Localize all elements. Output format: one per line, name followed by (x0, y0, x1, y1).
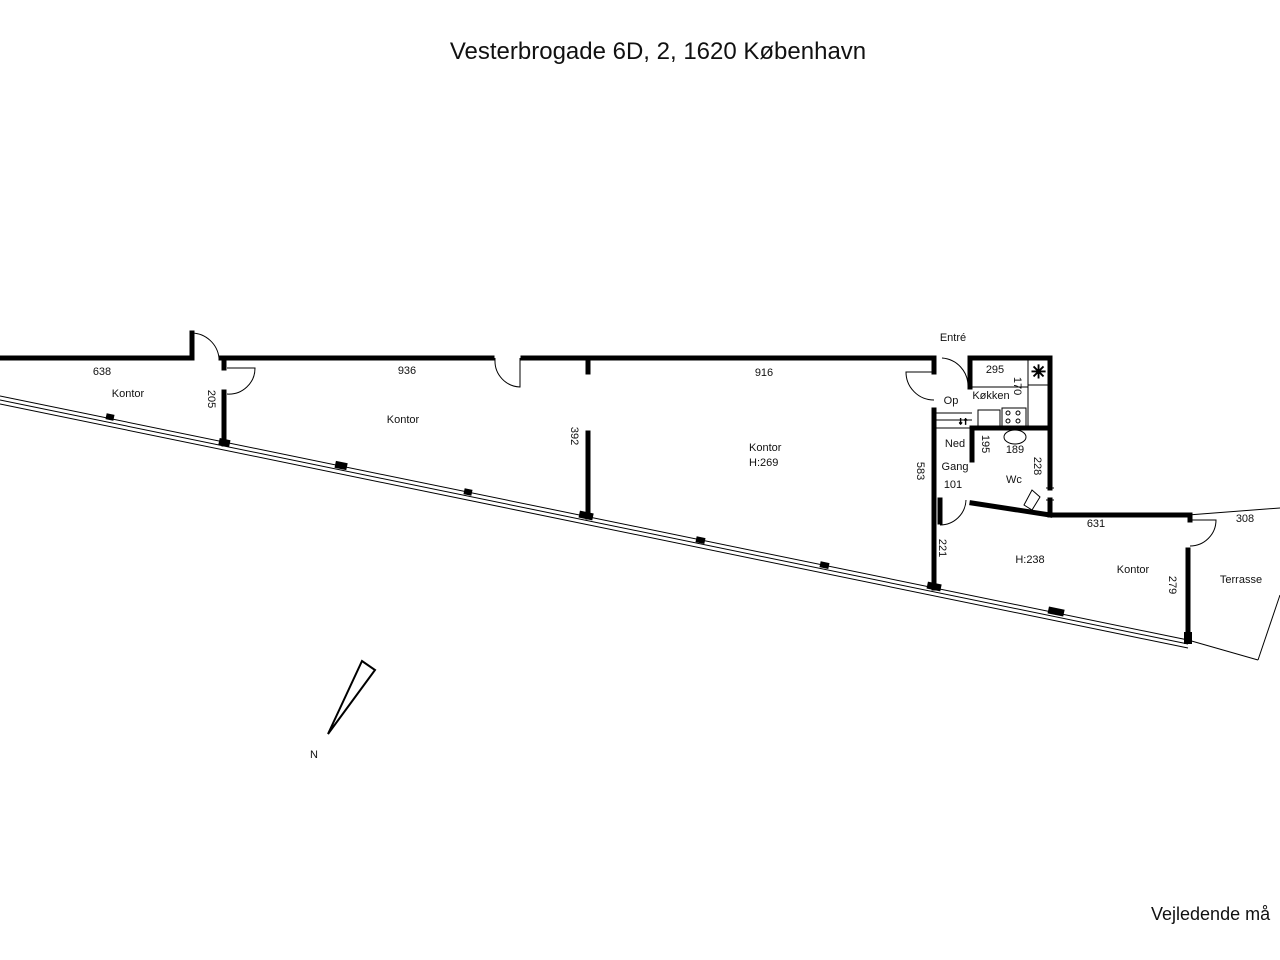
dimension: 295 (986, 364, 1004, 376)
dimension: 916 (755, 367, 773, 379)
dimension: 279 (1166, 576, 1178, 594)
stair-label: Op (944, 395, 959, 407)
dimension: 205 (205, 390, 217, 408)
room-label: Kontor (1117, 564, 1150, 576)
dimension: 189 (1006, 444, 1024, 456)
walls (0, 330, 1193, 643)
svg-text:✳: ✳ (1031, 362, 1046, 382)
room-label: Terrasse (1220, 574, 1262, 586)
room-label: Kontor (749, 442, 782, 454)
room-height: H:269 (749, 457, 778, 469)
dimension: 583 (914, 462, 926, 480)
dimension: 631 (1087, 518, 1105, 530)
room-label: Kontor (387, 414, 420, 426)
room-labels: Kontor Kontor Kontor H:269 Entré Køkken … (112, 332, 1262, 586)
room-label: Gang (942, 461, 969, 473)
room-height: H:238 (1015, 554, 1044, 566)
dimension: 221 (936, 539, 948, 557)
disclaimer-text: Vejledende må (1151, 904, 1271, 924)
dimension: 170 (1011, 377, 1023, 395)
stair-label: Ned (945, 438, 965, 450)
plan-title: Vesterbrogade 6D, 2, 1620 København (449, 38, 867, 65)
dimension: 936 (398, 365, 416, 377)
room-label: Kontor (112, 388, 145, 400)
compass-label: N (310, 749, 318, 761)
room-label: Entré (940, 332, 966, 344)
room-label: Wc (1006, 474, 1022, 486)
facade-window (0, 395, 1189, 649)
dimension: 638 (93, 366, 111, 378)
north-arrow-icon (327, 659, 377, 735)
dimension: 195 (979, 435, 991, 453)
dimension: 308 (1236, 513, 1254, 525)
dimension-labels: 638 936 916 295 189 631 308 205 392 170 … (93, 364, 1254, 594)
room-area: 101 (944, 479, 962, 491)
dimension: 392 (568, 427, 580, 445)
dimension: 228 (1031, 457, 1043, 475)
room-label: Køkken (972, 390, 1009, 402)
svg-text:↓↑: ↓↑ (958, 416, 968, 427)
